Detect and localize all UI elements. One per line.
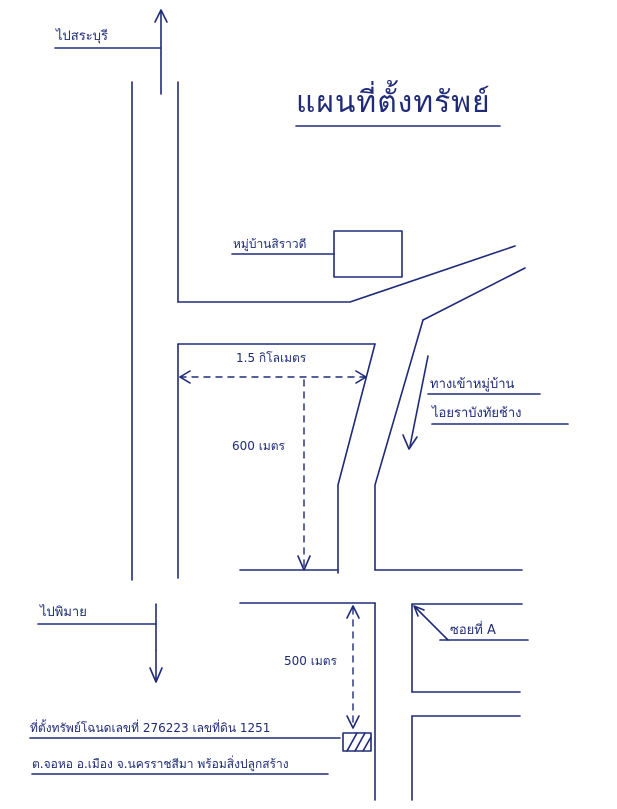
entrance-road-north-edge bbox=[422, 267, 526, 321]
label-distance-500m: 500 เมตร bbox=[284, 654, 337, 668]
label-distance-1-5km: 1.5 กิโลเมตร bbox=[236, 351, 307, 365]
soi-a-arrow-head bbox=[413, 605, 425, 617]
dim-500m-head-top bbox=[346, 605, 360, 619]
label-village-sirawee: หมู่บ้านสิราวดี bbox=[233, 237, 307, 251]
village-sirawee-box bbox=[333, 230, 403, 278]
soi-a-arrow bbox=[415, 607, 449, 641]
label-soi-a: ซอยที่ A bbox=[450, 623, 496, 638]
dim-1-5km-head-left bbox=[179, 370, 191, 384]
entrance-arrow-head bbox=[402, 434, 418, 450]
property-hatch-2 bbox=[354, 732, 366, 752]
entrance-arrow bbox=[409, 355, 429, 447]
map-title: แผนที่ตั้งทรัพย์ bbox=[296, 85, 491, 120]
label-distance-600m: 600 เมตร bbox=[232, 439, 285, 453]
arrow-to-phimai-head bbox=[149, 667, 163, 683]
label-entrance-line1: ทางเข้าหมู่บ้าน bbox=[430, 377, 515, 392]
property-hatch-1 bbox=[346, 732, 358, 752]
label-to-saraburi: ไปสระบุรี bbox=[56, 29, 108, 44]
entrance-road-east-edge bbox=[374, 319, 424, 571]
label-entrance-line2: ไอยราบังทัยช้าง bbox=[432, 406, 522, 421]
property-hatch-3 bbox=[362, 736, 372, 752]
label-address-line2: ต.จอหอ อ.เมือง จ.นครราชสีมา พร้อมสิ่งปลู… bbox=[32, 757, 289, 771]
dim-1-5km-head-right bbox=[355, 370, 367, 384]
dim-600m-head-bottom bbox=[297, 555, 311, 571]
village-road-south-edge bbox=[177, 245, 516, 303]
entrance-road-west-edge bbox=[337, 343, 376, 574]
label-to-phimai: ไปพิมาย bbox=[40, 605, 87, 620]
arrow-to-saraburi-head bbox=[154, 9, 168, 23]
dim-500m-head-bottom bbox=[346, 715, 360, 729]
label-address-line1: ที่ตั้งทรัพย์โฉนดเลขที่ 276223 เลขที่ดิน… bbox=[30, 721, 271, 735]
